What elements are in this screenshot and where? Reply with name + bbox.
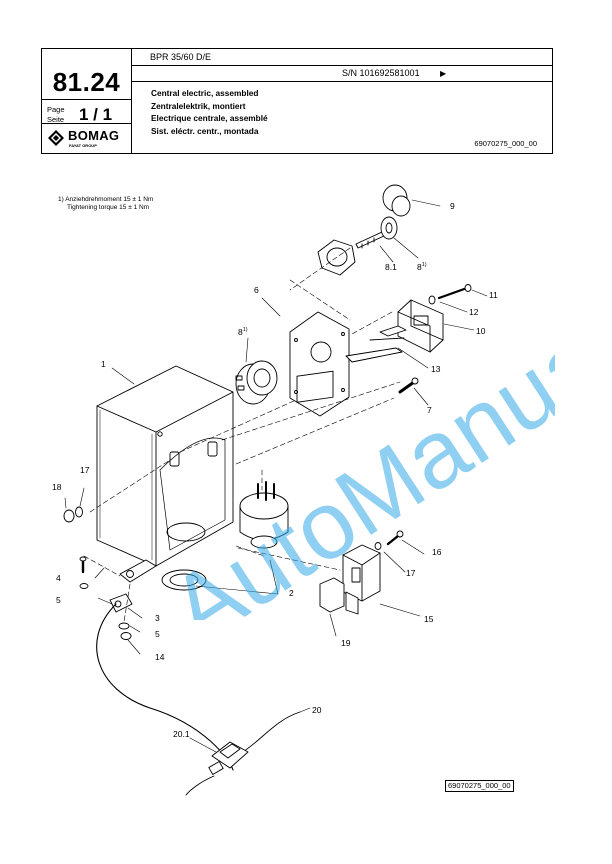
document-reference: 69070275_000_00	[474, 139, 537, 148]
serial-number: S/N 101692581001	[342, 68, 420, 78]
torque-note-de: 1) Anziehdrehmoment 15 ± 1 Nm	[58, 196, 154, 203]
header-divider-page	[42, 123, 131, 124]
nut-14	[120, 632, 132, 640]
washer-5-left	[79, 583, 89, 589]
socket	[397, 299, 444, 353]
callout-20: 20	[312, 705, 322, 715]
callout-5-lower: 5	[155, 629, 160, 639]
callout-1: 1	[101, 359, 106, 369]
callout-20-1: 20.1	[173, 729, 190, 739]
title-en: Central electric, assembled	[151, 88, 259, 98]
page-label-en: Page	[47, 105, 65, 114]
page-value: 1 / 1	[79, 105, 113, 124]
callout-8-key: 81)	[417, 261, 427, 272]
callout-18: 18	[52, 482, 62, 492]
cap	[382, 184, 411, 217]
callout-8-switch: 81)	[238, 326, 248, 337]
title-es: Sist. eléctr. centr., montada	[151, 125, 259, 136]
header-divider-sheet	[42, 99, 131, 100]
callout-16: 16	[432, 547, 442, 557]
front-plate	[289, 311, 350, 417]
housing-box	[96, 365, 234, 583]
callout-5-left: 5	[56, 595, 61, 605]
callout-2: 2	[289, 588, 294, 598]
callout-12: 12	[469, 307, 479, 317]
torque-note-en: Tightening torque 15 ± 1 Nm	[67, 204, 150, 211]
callout-10: 10	[476, 326, 486, 336]
screw-4	[79, 556, 87, 574]
serial-arrow-icon: ▶	[440, 69, 447, 78]
header-table: 81.24 Page Seite 1 / 1 BOMAG FAYAT GROUP…	[41, 48, 553, 154]
torque-note: 1) Anziehdrehmoment 15 ± 1 Nm Tightening…	[58, 196, 153, 212]
title-de: Zentralelektrik, montiert	[151, 100, 246, 111]
page-label-de: Seite	[47, 114, 65, 124]
callout-11: 11	[489, 290, 498, 300]
assembly-lines	[83, 247, 401, 623]
callout-19: 19	[341, 638, 351, 648]
model-name: BPR 35/60 D/E	[150, 52, 212, 62]
screw-11	[437, 284, 472, 300]
callout-4: 4	[56, 573, 61, 583]
callout-8-key-note: 1)	[421, 262, 427, 268]
callout-13: 13	[431, 364, 441, 374]
callout-3: 3	[155, 613, 160, 623]
nut-18	[63, 509, 75, 523]
washer-5-lower	[118, 622, 130, 630]
callout-14: 14	[155, 652, 165, 662]
washer-17-lower	[374, 542, 382, 550]
key	[355, 216, 398, 249]
screw-16	[386, 530, 404, 546]
footer-reference: 69070275_000_00	[445, 780, 514, 792]
logo-name: BOMAG	[68, 128, 120, 143]
buzzer	[161, 481, 289, 591]
relay	[342, 544, 381, 615]
bomag-logo-icon	[48, 130, 64, 146]
callout-8-switch-note: 1)	[242, 327, 248, 333]
callout-17-lower: 17	[406, 568, 416, 578]
bomag-logo: BOMAG FAYAT GROUP	[48, 128, 128, 152]
washer-12	[428, 295, 436, 305]
title-fr: Electrique centrale, assemblé	[151, 113, 268, 123]
callout-8-1: 8.1	[385, 262, 397, 272]
page-label: Page Seite	[47, 105, 65, 124]
header-divider-model	[131, 65, 552, 66]
header-divider-vertical	[131, 49, 132, 153]
callout-6: 6	[254, 285, 259, 295]
logo-subtext: FAYAT GROUP	[69, 143, 97, 148]
callout-9: 9	[450, 201, 455, 211]
assembly-titles: Central electric, assembled Zentralelekt…	[151, 87, 268, 137]
callout-17-upper: 17	[80, 465, 90, 475]
cable-clamp	[109, 593, 133, 613]
header-divider-serial	[131, 81, 552, 82]
screw-7	[398, 377, 419, 394]
fuse-holder	[208, 741, 249, 775]
callout-15: 15	[424, 614, 434, 624]
callout-8-key-num: 8	[417, 261, 422, 272]
ignition-switch	[235, 360, 278, 405]
cable-harness	[345, 325, 407, 363]
leader-lines	[64, 199, 488, 753]
relay-base	[319, 577, 345, 613]
washer-17-upper	[75, 506, 83, 518]
callout-8-switch-num: 8	[238, 326, 243, 337]
callout-7: 7	[427, 405, 432, 415]
sheet-number: 81.24	[52, 67, 121, 97]
